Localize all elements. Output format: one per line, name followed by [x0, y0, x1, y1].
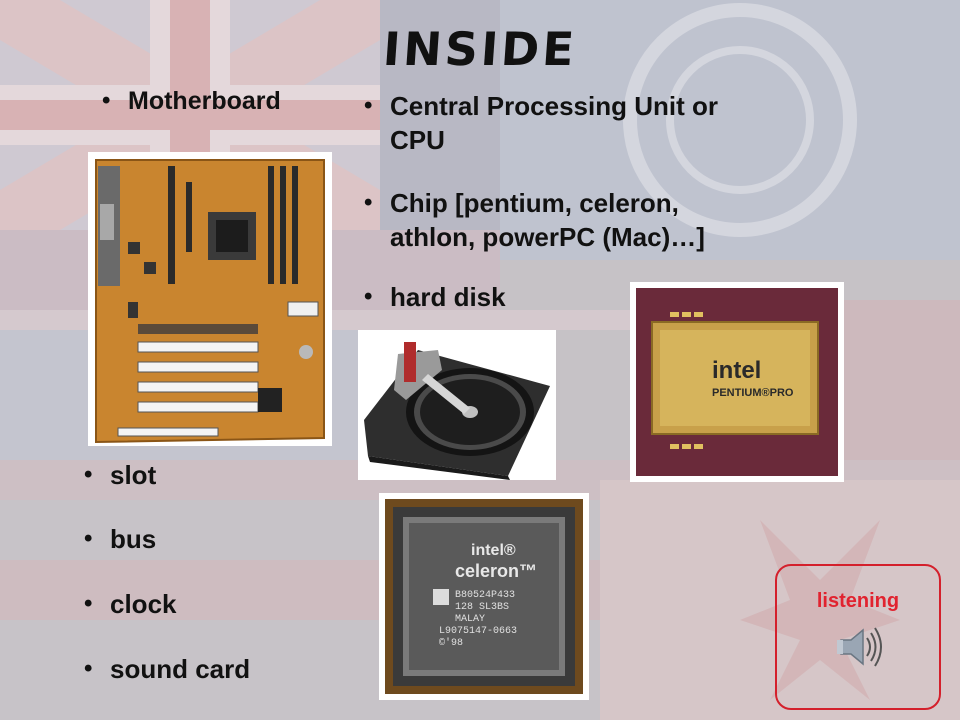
celeron-line-1: B80524P433: [455, 590, 515, 601]
sound-card-label: sound card: [110, 654, 251, 684]
celeron-line-2: 128 SL3BS: [455, 602, 509, 613]
bullet-hard-disk: • hard disk: [364, 280, 506, 314]
bullet-cpu: • Central Processing Unit or CPU: [364, 89, 718, 157]
clock-label: clock: [110, 589, 177, 619]
pentium-pro-image: intel PENTIUM®PRO: [630, 282, 844, 482]
celeron-line-5: ©'98: [439, 637, 463, 649]
bullet-dot: •: [102, 87, 111, 114]
bullet-sound-card: • sound card: [84, 652, 251, 686]
chip-line-2: athlon, powerPC (Mac)…]: [390, 222, 705, 252]
bullet-clock: • clock: [84, 587, 177, 621]
bullet-dot: •: [84, 655, 93, 682]
pentium-pro-brand: intel: [712, 357, 761, 384]
hard-disk-label: hard disk: [390, 282, 506, 312]
bullet-dot: •: [84, 590, 93, 617]
bullet-dot: •: [84, 525, 93, 552]
celeron-model: celeron™: [455, 561, 537, 581]
audio-listening-panel[interactable]: listening: [775, 564, 941, 710]
bullet-dot: •: [364, 283, 373, 310]
listening-label: listening: [816, 590, 900, 612]
bullet-slot: • slot: [84, 458, 157, 492]
motherboard-label: Motherboard: [128, 87, 281, 115]
speaker-icon[interactable]: [835, 622, 885, 672]
celeron-brand: intel®: [471, 542, 516, 559]
motherboard-image: [88, 152, 332, 446]
slot-label: slot: [110, 460, 157, 490]
bullet-dot: •: [364, 189, 373, 216]
pentium-pro-model: PENTIUM®PRO: [712, 387, 794, 399]
hard-disk-image: [358, 330, 556, 480]
bullet-dot: •: [84, 461, 93, 488]
celeron-image: intel® celeron™ B80524P433 128 SL3BS MAL…: [379, 493, 589, 700]
bus-label: bus: [110, 524, 157, 554]
bullet-dot: •: [364, 92, 373, 119]
bullet-chip: • Chip [pentium, celeron, athlon, powerP…: [364, 186, 705, 254]
slide-title: INSIDE: [381, 22, 579, 76]
cpu-line-2: CPU: [390, 125, 445, 155]
cpu-line-1: Central Processing Unit or: [390, 91, 718, 121]
bullet-bus: • bus: [84, 522, 157, 556]
bullet-motherboard: • Motherboard: [102, 84, 281, 118]
celeron-line-4: L9075147-0663: [439, 626, 517, 637]
chip-line-1: Chip [pentium, celeron,: [390, 188, 679, 218]
celeron-line-3: MALAY: [455, 614, 485, 625]
